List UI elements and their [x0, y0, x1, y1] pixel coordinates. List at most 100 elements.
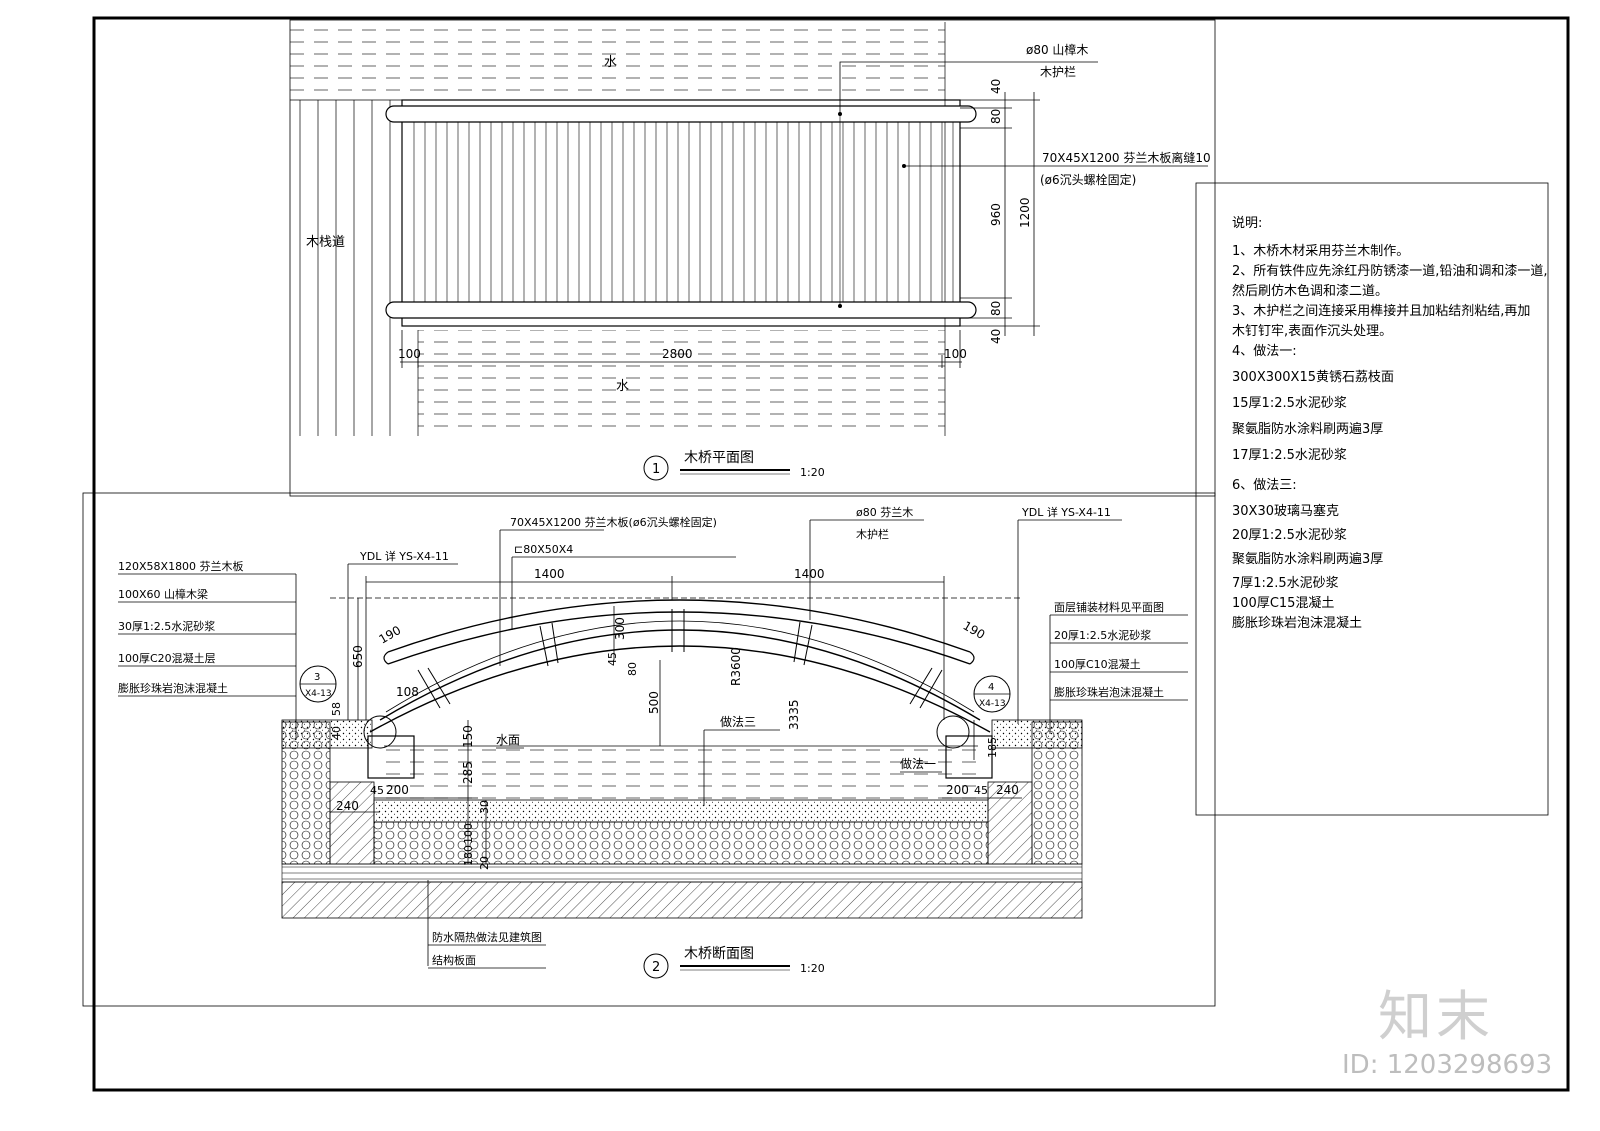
dim-20: 20 [478, 856, 491, 870]
dim-300: 300 [613, 617, 627, 640]
dim-45: 45 [606, 652, 619, 666]
dim-960: 960 [989, 203, 1003, 226]
plan-water-bottom-label: 水 [616, 379, 629, 394]
dim-190-left: 190 [377, 623, 404, 647]
handrail-end-right [969, 651, 975, 665]
steel-callout: ⊏80X50X4 [514, 543, 573, 556]
dim-200-right: 200 [946, 783, 969, 797]
drawing-frame [92, 16, 1570, 1092]
watermark-logo: 知末 [1378, 985, 1494, 1048]
dim-80: 80 [626, 662, 639, 676]
dim-180: 180 [462, 845, 475, 866]
dim-span-right: 1400 [794, 567, 825, 581]
arch-deck-line [385, 620, 975, 713]
dim-285: 285 [461, 761, 475, 784]
rail-posts [417, 609, 943, 709]
deck-callout-1: 70X45X1200 芬兰木板离缝10 [1042, 150, 1211, 165]
section-dimensions [330, 576, 1022, 864]
abutment-left [367, 735, 415, 779]
dim-108: 108 [396, 685, 419, 699]
dim-150: 150 [461, 725, 475, 748]
bottom-callout-1: 防水隔热做法见建筑图 [432, 930, 542, 944]
detail-circle-left [363, 715, 397, 749]
rail-callout-1: ø80 山樟木 [1026, 42, 1088, 57]
dim-100-left: 100 [398, 347, 421, 361]
dim-200-left: 200 [386, 783, 409, 797]
walkway-label: 木栈道 [306, 235, 345, 250]
method-1-label: 做法一 [900, 756, 936, 771]
left-layer-4: 100厚C20混凝土层 [118, 651, 216, 665]
bottom-callout-2: 结构板面 [432, 953, 476, 967]
ydl-left: YDL 详 YS-X4-11 [359, 549, 449, 563]
dim-185: 185 [986, 737, 999, 758]
dim-40: 40 [330, 726, 343, 740]
dim-80-bottom: 80 [989, 301, 1003, 316]
left-layer-1: 120X58X1800 芬兰木板 [118, 559, 244, 573]
note-line: 然后刷仿木色调和漆二道。 [1232, 284, 1389, 299]
note-line: 3、木护栏之间连接采用榫接并且加粘结剂粘结,再加 [1232, 304, 1531, 319]
right-layer-2: 20厚1:2.5水泥砂浆 [1054, 628, 1151, 642]
detail-marker-4-ref: X4-13 [979, 699, 1006, 709]
note-line: 15厚1:2.5水泥砂浆 [1232, 396, 1347, 411]
note-line: 30X30玻璃马塞克 [1232, 504, 1339, 519]
dim-240-right: 240 [996, 783, 1019, 797]
dim-1200: 1200 [1018, 197, 1032, 228]
note-line: 100厚C15混凝土 [1232, 596, 1335, 611]
dim-40-bottom: 40 [989, 329, 1003, 344]
dim-650: 650 [351, 645, 365, 668]
note-line: 20厚1:2.5水泥砂浆 [1232, 528, 1347, 543]
note-line: 膨胀珍珠岩泡沫混凝土 [1232, 616, 1363, 631]
wall-right [987, 781, 1033, 865]
pool-floor-fill [373, 821, 989, 865]
ydl-right: YDL 详 YS-X4-11 [1021, 505, 1111, 519]
right-layer-1: 面层铺装材料见平面图 [1054, 600, 1164, 614]
design-notes: 说明: 1、木桥木材采用芬兰木制作。 2、所有铁件应先涂红丹防锈漆一道,铅油和调… [1232, 214, 1552, 634]
section-title: 木桥断面图 [684, 946, 754, 962]
note-line: 2、所有铁件应先涂红丹防锈漆一道,铅油和调和漆一道, [1232, 264, 1548, 279]
note-line: 聚氨脂防水涂料刷两遍3厚 [1232, 422, 1384, 437]
plan-view: 水 水 木栈道 ø80 山樟木 木护栏 70X45X1200 芬兰木板离缝10 … [290, 22, 1211, 481]
deck-left-paving [281, 719, 373, 749]
section-scale: 1:20 [800, 962, 825, 975]
structural-slab-layer [281, 863, 1083, 883]
section-rail-callout-2: 木护栏 [856, 527, 889, 541]
dim-240-left: 240 [336, 799, 359, 813]
note-line: 木钉钉牢,表面作沉头处理。 [1232, 324, 1393, 339]
plan-panel [289, 19, 1216, 497]
structural-slab [281, 881, 1083, 919]
deck-boards [413, 122, 954, 302]
pool-water [384, 746, 978, 800]
section-view: 120X58X1800 芬兰木板 100X60 山樟木梁 30厚1:2.5水泥砂… [118, 505, 1188, 979]
note-line: 300X300X15黄锈石荔枝面 [1232, 370, 1394, 385]
right-layer-4: 膨胀珍珠岩泡沫混凝土 [1054, 685, 1164, 699]
section-title-circle [643, 953, 669, 979]
rail-leader [839, 61, 1098, 114]
deck-callout-2: (ø6沉头螺栓固定) [1040, 172, 1136, 187]
plan-title-circle [643, 455, 669, 481]
dim-45-right: 45 [974, 784, 988, 797]
note-line: 6、做法三: [1232, 478, 1297, 493]
deck-right-paving [991, 719, 1083, 749]
detail-marker-3-num: 3 [314, 672, 320, 683]
handrail-upper [387, 599, 971, 653]
plan-rail-top [385, 105, 977, 123]
dim-190-right: 190 [961, 618, 988, 642]
dim-span-left: 1400 [534, 567, 565, 581]
dim-radius: R3600 [729, 647, 743, 686]
handrail-lower [387, 611, 971, 665]
arch-beam-upper [379, 629, 981, 721]
dim-45-left: 45 [370, 784, 384, 797]
note-line: 4、做法一: [1232, 344, 1297, 359]
plan-water-top [290, 22, 945, 100]
dim-80-top: 80 [989, 109, 1003, 124]
wall-left [329, 781, 375, 865]
detail-marker-3-ref: X4-13 [305, 689, 332, 699]
deck-leader-dot [902, 164, 906, 168]
notes-panel [1195, 182, 1549, 816]
plan-dimensions [400, 92, 1040, 368]
plan-deck [401, 99, 961, 327]
detail-marker-4-num: 4 [988, 682, 994, 693]
left-callout-leaders [118, 519, 1188, 969]
plan-scale: 1:20 [800, 466, 825, 479]
